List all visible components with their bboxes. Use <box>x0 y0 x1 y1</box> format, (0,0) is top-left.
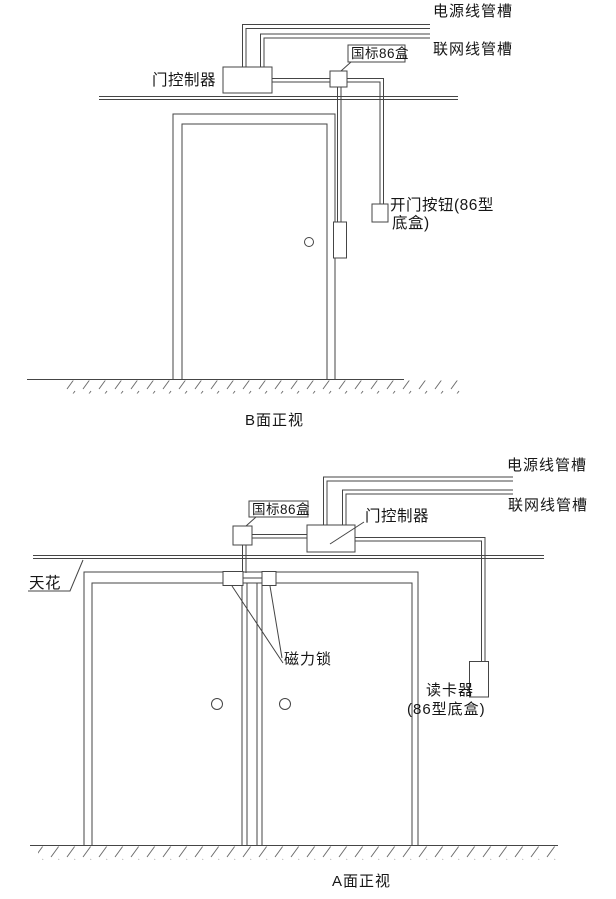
b-box86-leader-line <box>341 62 351 71</box>
a-wire-to-maglock <box>243 545 247 573</box>
a-door-knob-left <box>212 699 223 710</box>
a-connector-box86-controller <box>252 535 307 539</box>
a-controller-label: 门控制器 <box>365 507 429 525</box>
b-exit-button-label-line1: 开门按钮(86型 <box>390 196 494 214</box>
a-power-conduit-label: 电源线管槽 <box>507 457 587 474</box>
a-reader-label-line2: (86型底盒) <box>407 701 486 718</box>
b-caption: B面正视 <box>245 412 304 429</box>
b-door-frame-outer <box>173 114 335 380</box>
a-door-frame-inner <box>92 583 412 846</box>
a-door-center-stiles <box>242 583 262 846</box>
b-door-controller-box <box>223 67 272 93</box>
a-door-controller-box <box>307 525 355 552</box>
a-maglock-left-box <box>223 572 243 586</box>
a-ceiling-label-leader <box>28 560 83 591</box>
b-power-conduit-line <box>243 25 431 68</box>
a-ceiling-line <box>33 556 544 559</box>
view-b: 电源线管槽 联网线管槽 国标86盒 门控制器 开门按钮(86型 底盒) B面正视 <box>27 3 513 429</box>
b-connector-controller-box86 <box>272 79 330 83</box>
a-wire-to-card-reader <box>355 538 485 662</box>
b-door-lock-box <box>334 222 347 258</box>
b-exit-button-label-line2: 底盒) <box>392 214 430 232</box>
a-power-conduit-line <box>324 477 514 525</box>
a-network-conduit-line <box>343 490 514 525</box>
b-wire-to-exit-button <box>347 79 384 205</box>
b-box86-label-frame <box>348 45 405 62</box>
a-reader-label-line1: 读卡器 <box>426 682 474 699</box>
a-door-frame-outer <box>84 572 418 846</box>
a-network-conduit-label: 联网线管槽 <box>508 497 588 514</box>
a-ground-hatch <box>38 846 558 860</box>
a-box86-label: 国标86盒 <box>252 501 310 517</box>
b-controller-label: 门控制器 <box>152 71 216 89</box>
b-door-knob <box>305 238 314 247</box>
b-network-conduit-line <box>261 34 431 67</box>
a-card-reader-box <box>470 662 489 698</box>
b-network-conduit-label: 联网线管槽 <box>433 41 513 58</box>
b-box86-label: 国标86盒 <box>351 45 409 61</box>
a-controller-leader-line <box>330 522 364 544</box>
b-power-conduit-label: 电源线管槽 <box>433 3 513 20</box>
a-door-knob-right <box>280 699 291 710</box>
a-caption: A面正视 <box>332 873 391 890</box>
a-maglock-right-box <box>262 572 276 586</box>
view-a: 电源线管槽 联网线管槽 国标86盒 门控制器 天花 磁力锁 读卡器 (86型底盒… <box>28 457 588 890</box>
a-box86-label-frame <box>249 501 308 517</box>
b-ground-hatch <box>60 380 460 394</box>
a-maglock-label: 磁力锁 <box>284 651 332 668</box>
b-door-frame-inner <box>182 124 327 380</box>
b-exit-button-box <box>372 204 388 222</box>
b-wire-to-lock <box>338 87 342 222</box>
a-maglock-leader-lines <box>232 586 283 663</box>
a-box86-leader-line <box>246 517 256 526</box>
a-ceiling-label: 天花 <box>29 574 61 592</box>
b-box86 <box>330 71 347 87</box>
a-box86 <box>233 526 252 545</box>
b-ceiling-line <box>99 97 458 100</box>
